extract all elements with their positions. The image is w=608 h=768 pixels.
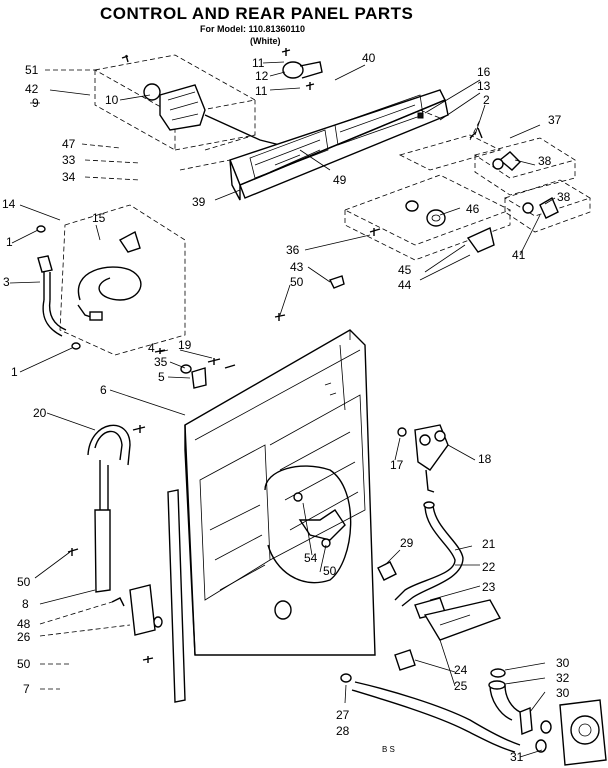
callout-13: 13 [477, 79, 491, 93]
callout-48: 48 [17, 617, 31, 631]
callout-31: 31 [510, 750, 524, 764]
callout-26: 26 [17, 630, 31, 644]
drain-pump-31 [488, 668, 607, 766]
callout-25: 25 [454, 679, 468, 693]
callout-50a: 50 [290, 275, 304, 289]
screw-50b [142, 656, 154, 663]
callout-45: 45 [398, 263, 412, 277]
clip-43 [329, 275, 345, 289]
callout-19: 19 [178, 338, 192, 352]
timer-bracket-group [93, 54, 301, 151]
callout-33: 33 [62, 153, 76, 167]
callout-15: 15 [92, 211, 106, 225]
callout-40: 40 [362, 51, 376, 65]
callout-29: 29 [400, 536, 414, 550]
callout-50c: 50 [17, 575, 31, 589]
callout-20: 20 [33, 406, 47, 420]
footer-mark: B S [382, 745, 395, 754]
callout-50b: 50 [323, 564, 337, 578]
switch-11-12 [281, 48, 323, 90]
callout-2: 2 [483, 93, 490, 107]
callout-37: 37 [548, 113, 562, 127]
power-cord-box [59, 204, 186, 356]
callout-3: 3 [3, 275, 10, 289]
callout-18: 18 [478, 452, 492, 466]
callout-28: 28 [336, 724, 350, 738]
hose-bracket-48 [111, 584, 163, 636]
callout-30b: 30 [556, 686, 570, 700]
callout-38b: 38 [557, 190, 571, 204]
callout-22: 22 [482, 560, 496, 574]
callout-17: 17 [390, 458, 404, 472]
callout-38a: 38 [538, 154, 552, 168]
callout-50d: 50 [17, 657, 31, 671]
callout-36: 36 [286, 243, 300, 257]
callout-47: 47 [62, 137, 76, 151]
callout-24: 24 [454, 663, 468, 677]
callout-21: 21 [482, 537, 496, 551]
screw-36 [369, 228, 381, 236]
callout-43: 43 [290, 260, 304, 274]
callout-44: 44 [398, 278, 412, 292]
callout-8: 8 [22, 597, 29, 611]
callout-12: 12 [255, 69, 269, 83]
callout-32: 32 [556, 671, 570, 685]
right-upper-bracket [398, 109, 502, 171]
knob-box-37 [474, 137, 576, 196]
callout-41: 41 [512, 248, 526, 262]
callout-9: 9 [32, 96, 39, 110]
callout-1a: 1 [6, 235, 13, 249]
screw-20 [132, 425, 146, 433]
callout-6: 6 [100, 383, 107, 397]
screw-50c [274, 313, 286, 321]
pump-bracket-24 [377, 561, 502, 671]
rear-panel [184, 329, 376, 656]
callout-11a: 11 [252, 56, 265, 70]
callout-1b: 1 [11, 365, 18, 379]
screw-50a [67, 548, 79, 556]
callout-4: 4 [148, 341, 155, 355]
callout-5: 5 [158, 370, 165, 384]
knob-box-41 [504, 179, 591, 233]
callout-14: 14 [2, 197, 16, 211]
drain-hose-27 [340, 673, 521, 753]
panel-side-strip [167, 489, 186, 703]
callout-27: 27 [336, 708, 350, 722]
leader-lines [9, 61, 556, 758]
callout-11b: 11 [255, 84, 268, 98]
model-number: For Model: 110.81360110 [200, 24, 306, 34]
callout-51: 51 [25, 63, 39, 77]
callout-7: 7 [23, 682, 30, 696]
drain-hose-8 [87, 424, 131, 593]
callout-30a: 30 [556, 656, 570, 670]
callout-39: 39 [192, 195, 206, 209]
callout-35: 35 [154, 355, 168, 369]
callout-16: 16 [477, 65, 491, 79]
callout-23: 23 [482, 580, 496, 594]
fill-hose-21 [394, 501, 464, 607]
color-note: (White) [250, 36, 281, 46]
callout-46: 46 [466, 202, 480, 216]
callout-10: 10 [105, 93, 119, 107]
hose-3 [36, 225, 81, 350]
callout-49: 49 [333, 173, 347, 187]
water-valve-18 [397, 424, 449, 493]
callout-34: 34 [62, 170, 76, 184]
switch-box-45 [343, 174, 512, 261]
screws-mid [154, 348, 236, 389]
callout-42: 42 [25, 82, 39, 96]
callout-54: 54 [304, 551, 318, 565]
diagram-title: CONTROL AND REAR PANEL PARTS [100, 4, 414, 23]
console-panel [179, 89, 449, 201]
